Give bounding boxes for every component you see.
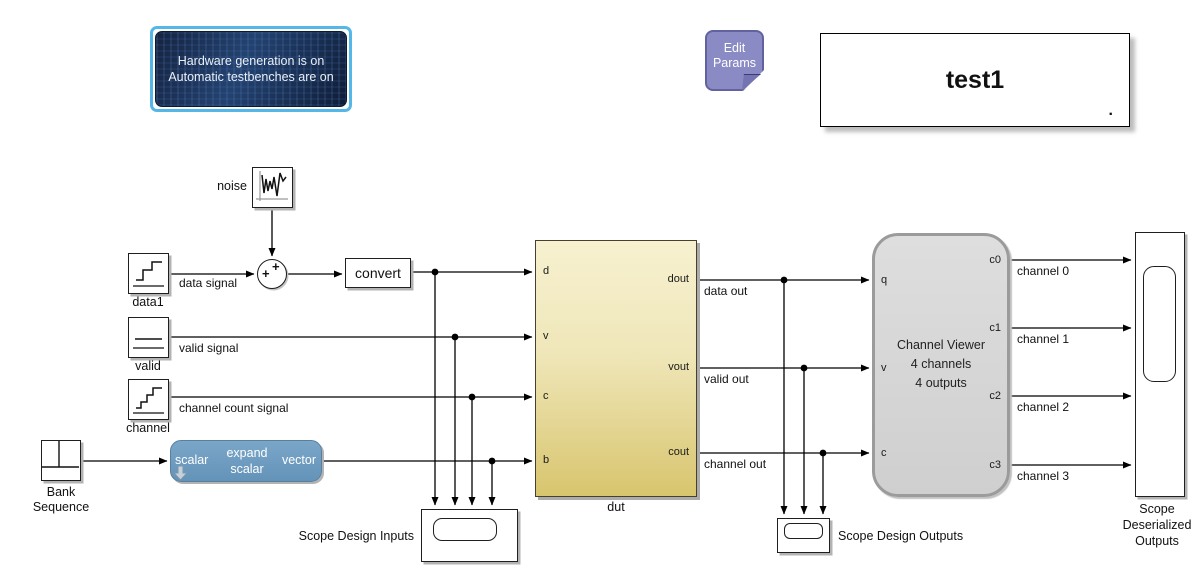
bank-sequence-label: Bank Sequence bbox=[32, 485, 90, 514]
scope-screen-icon bbox=[433, 518, 497, 541]
arrow-down-badge-icon bbox=[172, 465, 189, 481]
constant-signal-icon bbox=[133, 338, 164, 349]
viewer-port-c0: c0 bbox=[989, 254, 1001, 266]
viewer-port-v: v bbox=[881, 362, 887, 374]
data1-source-block[interactable] bbox=[128, 253, 169, 294]
data1-label: data1 bbox=[132, 295, 164, 309]
step-signal-icon bbox=[133, 261, 164, 287]
viewer-port-c1: c1 bbox=[989, 322, 1001, 334]
bank-sequence-block[interactable] bbox=[41, 440, 81, 481]
channel3-signal-label[interactable]: channel 3 bbox=[1017, 469, 1070, 483]
viewer-port-c: c bbox=[881, 447, 887, 459]
scope-screen-icon bbox=[784, 523, 823, 539]
sum-plus-left: + bbox=[262, 266, 270, 281]
channel-viewer-block[interactable]: Channel Viewer 4 channels 4 outputs q v … bbox=[872, 233, 1010, 497]
scope-deserialized-block[interactable] bbox=[1135, 232, 1185, 497]
channel-viewer-name: Channel Viewer 4 channels 4 outputs bbox=[896, 338, 986, 390]
title-text: test1 bbox=[945, 66, 1005, 94]
channel-count-signal-label[interactable]: channel count signal bbox=[179, 401, 289, 415]
convert-block[interactable]: convert bbox=[345, 258, 411, 288]
title-dot: . bbox=[1108, 102, 1113, 119]
noise-label: noise bbox=[217, 179, 247, 193]
dut-subsystem-block[interactable]: d v c b dout vout cout bbox=[535, 240, 697, 497]
title-block[interactable]: test1 . bbox=[820, 33, 1130, 127]
staircase-signal-icon bbox=[133, 387, 164, 414]
valid-signal-label[interactable]: valid signal bbox=[179, 341, 239, 355]
data-out-signal-label[interactable]: data out bbox=[704, 284, 748, 298]
convert-label: convert bbox=[355, 265, 401, 281]
channel-label: channel bbox=[126, 421, 170, 435]
dut-port-dout: dout bbox=[667, 273, 689, 285]
dut-label: dut bbox=[607, 500, 625, 514]
noise-source-block[interactable] bbox=[252, 167, 293, 208]
sum-plus-top: + bbox=[272, 259, 280, 274]
channel0-signal-label[interactable]: channel 0 bbox=[1017, 264, 1070, 278]
dut-port-vout: vout bbox=[668, 361, 689, 373]
viewer-port-c3: c3 bbox=[989, 459, 1001, 471]
channel-source-block[interactable] bbox=[128, 379, 169, 420]
scope-screen-icon bbox=[1143, 266, 1176, 382]
hardware-generation-note-body: Hardware generation is on Automatic test… bbox=[155, 31, 347, 107]
valid-source-block[interactable] bbox=[128, 317, 169, 358]
bank-sequence-icon bbox=[42, 441, 79, 468]
expand-scalar-inport-label: scalar bbox=[175, 453, 209, 467]
channel2-signal-label[interactable]: channel 2 bbox=[1017, 400, 1070, 414]
scope-design-inputs-label: Scope Design Inputs bbox=[298, 529, 414, 543]
dut-port-v: v bbox=[543, 330, 549, 342]
viewer-port-q: q bbox=[881, 274, 888, 286]
expand-scalar-outport-label: vector bbox=[281, 453, 316, 467]
channel1-signal-label[interactable]: channel 1 bbox=[1017, 332, 1070, 346]
expand-scalar-block[interactable]: scalar expand scalar vector bbox=[170, 440, 322, 482]
valid-out-signal-label[interactable]: valid out bbox=[704, 372, 749, 386]
channel-out-signal-label[interactable]: channel out bbox=[704, 457, 767, 471]
hw-note-line2: Automatic testbenches are on bbox=[168, 70, 334, 84]
scope-design-inputs-block[interactable] bbox=[421, 509, 518, 562]
scope-design-outputs-label: Scope Design Outputs bbox=[838, 529, 964, 543]
scope-design-outputs-block[interactable] bbox=[777, 518, 830, 553]
dut-port-d: d bbox=[543, 265, 550, 277]
dut-port-c: c bbox=[543, 390, 549, 402]
dut-port-b: b bbox=[543, 454, 550, 466]
noise-waveform-icon bbox=[256, 171, 288, 201]
data-signal-label[interactable]: data signal bbox=[179, 276, 238, 290]
hw-note-line1: Hardware generation is on bbox=[177, 54, 325, 68]
edit-params-note[interactable]: Edit Params bbox=[705, 30, 764, 91]
dut-port-cout: cout bbox=[668, 446, 689, 458]
hardware-generation-note[interactable]: Hardware generation is on Automatic test… bbox=[150, 26, 352, 112]
edit-params-label: Edit Params bbox=[712, 41, 757, 70]
scope-deserialized-label: Scope Deserialized Outputs bbox=[1122, 502, 1192, 548]
expand-scalar-name: expand scalar bbox=[226, 446, 268, 476]
viewer-port-c2: c2 bbox=[989, 390, 1001, 402]
valid-label: valid bbox=[135, 359, 161, 373]
sum-block[interactable]: + + bbox=[257, 259, 287, 289]
